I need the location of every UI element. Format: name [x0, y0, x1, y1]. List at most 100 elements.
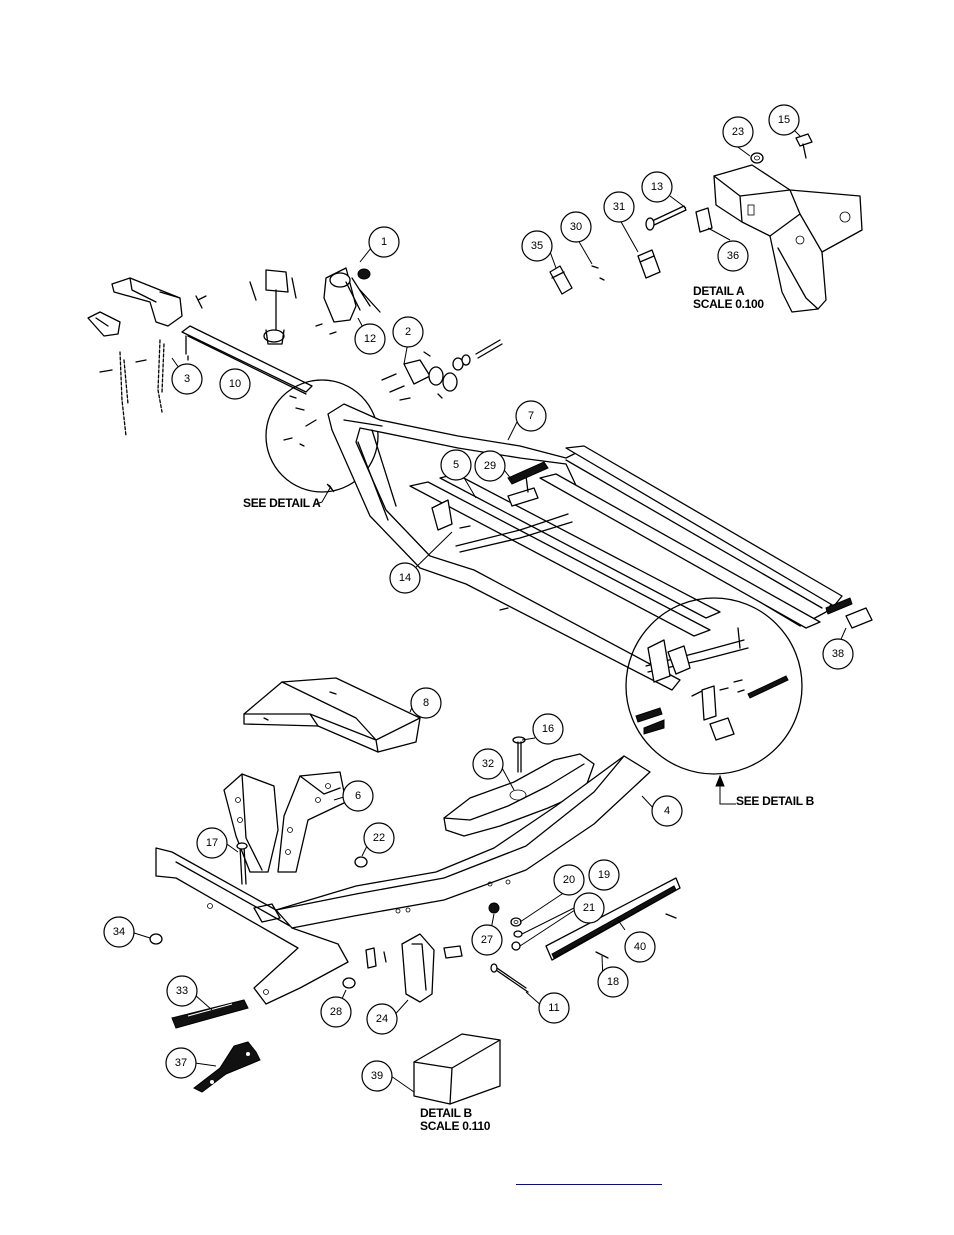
- part-36-plate: [695, 207, 713, 233]
- callout-8: 8: [410, 687, 442, 719]
- svg-text:31: 31: [613, 201, 625, 213]
- callout-21: 21: [573, 892, 605, 924]
- callout-15: 15: [768, 104, 800, 136]
- footer-hyperlink[interactable]: [516, 1172, 662, 1185]
- callout-19: 19: [588, 859, 620, 891]
- part-15-bolt: [795, 133, 813, 159]
- callout-5: 5: [440, 449, 472, 481]
- svg-text:17: 17: [206, 837, 218, 849]
- svg-text:35: 35: [531, 240, 543, 252]
- svg-text:3: 3: [184, 373, 190, 385]
- see-detail-a-label: SEE DETAIL A: [243, 496, 321, 510]
- svg-text:24: 24: [376, 1013, 388, 1025]
- detail-b-circle: [625, 597, 803, 775]
- part-1-winch: [315, 267, 381, 335]
- svg-text:7: 7: [528, 410, 534, 422]
- part-2-roller-bracket: [381, 339, 503, 401]
- svg-text:13: 13: [651, 181, 663, 193]
- callout-36: 36: [717, 240, 749, 272]
- callout-32: 32: [472, 748, 504, 780]
- callout-14: 14: [389, 562, 421, 594]
- callout-16: 16: [532, 713, 564, 745]
- svg-text:32: 32: [482, 758, 494, 770]
- callout-35: 35: [521, 230, 553, 262]
- svg-text:14: 14: [399, 572, 411, 584]
- part-19-washer: [513, 930, 523, 938]
- part-35-pad: [549, 265, 573, 295]
- callout-23: 23: [722, 116, 754, 148]
- see-detail-b-label: SEE DETAIL B: [736, 794, 815, 808]
- svg-text:8: 8: [423, 697, 429, 709]
- part-23-nut: [750, 152, 764, 164]
- callout-34: 34: [103, 916, 135, 948]
- svg-text:38: 38: [832, 648, 844, 660]
- svg-text:16: 16: [542, 723, 554, 735]
- svg-text:12: 12: [364, 333, 376, 345]
- part-39-block: [413, 1033, 501, 1105]
- svg-text:23: 23: [732, 126, 744, 138]
- callout-22: 22: [363, 822, 395, 854]
- callout-7: 7: [515, 400, 547, 432]
- svg-text:29: 29: [484, 460, 496, 472]
- detail-a-circle: [265, 379, 379, 493]
- part-4-main-rail: [155, 755, 651, 1005]
- svg-text:15: 15: [778, 114, 790, 126]
- part-37-step: [193, 1041, 261, 1093]
- callout-27: 27: [471, 924, 503, 956]
- callout-11: 11: [538, 992, 570, 1024]
- svg-text:5: 5: [453, 459, 459, 471]
- callout-40: 40: [624, 931, 656, 963]
- callout-37: 37: [165, 1047, 197, 1079]
- callout-4: 4: [651, 795, 683, 827]
- callout-12: 12: [354, 323, 386, 355]
- callout-39: 39: [361, 1060, 393, 1092]
- svg-text:34: 34: [113, 926, 125, 938]
- callout-20: 20: [553, 864, 585, 896]
- part-30-pin: [591, 265, 605, 281]
- svg-text:36: 36: [727, 250, 739, 262]
- part-33-step-pad: [171, 999, 249, 1029]
- part-32-pad: [443, 753, 595, 837]
- trailer-main-frame: [327, 403, 843, 691]
- part-34-cap: [149, 933, 163, 945]
- svg-text:2: 2: [405, 326, 411, 338]
- callout-38: 38: [822, 638, 854, 670]
- part-38-block: [825, 597, 873, 629]
- detail-a-title: DETAIL A: [693, 284, 745, 298]
- part-31-pad: [637, 249, 661, 279]
- callout-30: 30: [560, 211, 592, 243]
- part-11-bolt: [490, 963, 529, 993]
- svg-text:21: 21: [583, 902, 595, 914]
- detail-b-scale: SCALE 0.110: [420, 1119, 491, 1133]
- svg-text:18: 18: [607, 976, 619, 988]
- svg-text:1: 1: [381, 236, 387, 248]
- svg-text:37: 37: [175, 1057, 187, 1069]
- part-16-bolt: [512, 736, 526, 773]
- svg-text:40: 40: [634, 941, 646, 953]
- detail-b-title: DETAIL B: [420, 1106, 472, 1120]
- callout-3: 3: [171, 363, 203, 395]
- callout-29: 29: [474, 450, 506, 482]
- svg-text:39: 39: [371, 1070, 383, 1082]
- callout-10: 10: [219, 368, 251, 400]
- svg-text:10: 10: [229, 378, 241, 390]
- svg-text:6: 6: [355, 790, 361, 802]
- callout-31: 31: [603, 191, 635, 223]
- part-13-bolt: [645, 205, 687, 231]
- part-8-bunk-pad: [243, 677, 421, 753]
- part-18-screw: [595, 951, 609, 959]
- callout-13: 13: [641, 171, 673, 203]
- callout-1: 1: [368, 226, 400, 258]
- callout-33: 33: [166, 975, 198, 1007]
- callout-17: 17: [196, 827, 228, 859]
- part-20-washer: [510, 917, 522, 927]
- svg-text:27: 27: [481, 934, 493, 946]
- callout-2: 2: [392, 316, 424, 348]
- svg-text:4: 4: [664, 805, 670, 817]
- callout-24: 24: [366, 1003, 398, 1035]
- svg-text:30: 30: [570, 221, 582, 233]
- callout-18: 18: [597, 966, 629, 998]
- part-21-nut: [511, 941, 521, 951]
- coupler-and-tongue-parts: [87, 269, 313, 437]
